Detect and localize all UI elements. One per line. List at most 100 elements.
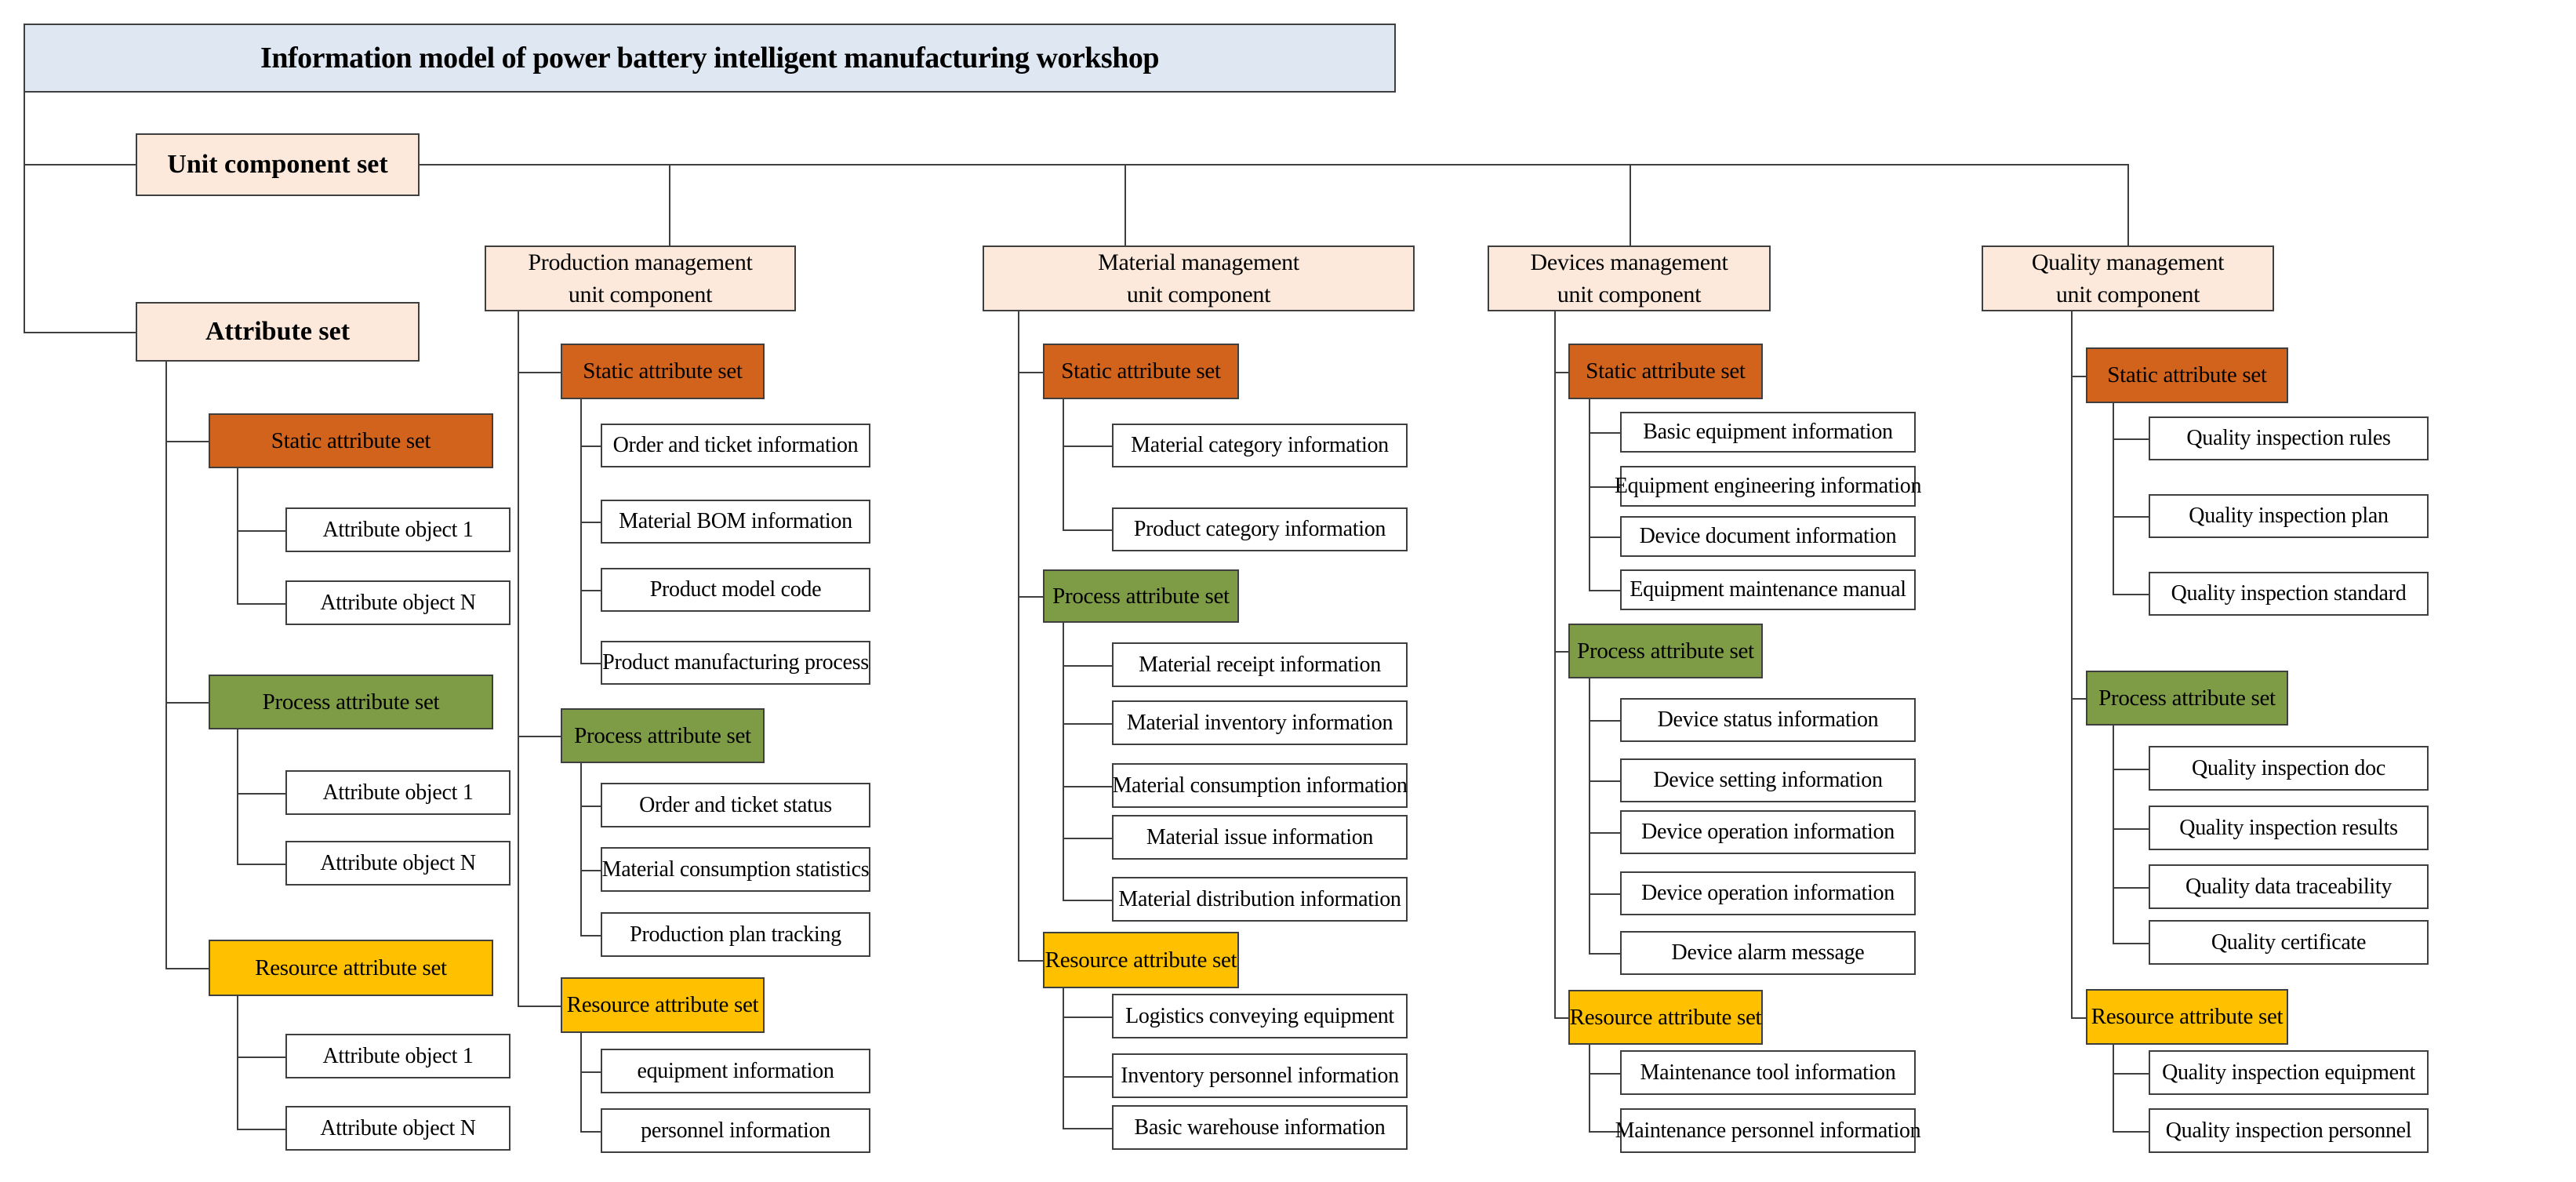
connector-line [1063,785,1112,787]
connector-line [1018,960,1043,962]
column-header-line: Quality management [2031,249,2225,275]
attribute-set-process-box: Process attribute set [209,675,493,729]
production-static-item-box: Order and ticket information [601,424,870,467]
devices-process-item-box: Device operation information [1620,871,1916,915]
devices-resource-item-box: Maintenance tool information [1620,1050,1916,1095]
connector-line [580,446,601,447]
connector-line [580,1071,601,1073]
connector-line [237,1128,285,1130]
connector-line [1063,837,1112,839]
connector-line [669,164,670,245]
connector-line [1589,780,1620,782]
connector-line [1589,1072,1620,1075]
material-process-item-box: Material consumption information [1112,763,1408,808]
production-static-item-box: Product model code [601,568,870,612]
material-process-item-box: Material inventory information [1112,700,1408,745]
connector-line [237,529,285,532]
connector-line [2113,827,2149,830]
connector-line [165,968,209,969]
quality-process-item-box: Quality certificate [2149,920,2429,965]
connector-line [24,164,136,165]
connector-line [1063,722,1112,725]
connector-line [1063,1075,1112,1078]
attribute-object-box: Attribute object N [285,841,510,886]
devices-resource-attribute-set-box: Resource attribute set [1568,990,1763,1045]
connector-line [1063,988,1064,1129]
connector-line [580,763,582,937]
devices-process-item-box: Device status information [1620,698,1916,742]
quality-process-item-box: Quality inspection results [2149,806,2429,850]
devices-process-item-box: Device alarm message [1620,931,1916,975]
production-resource-item-box: equipment information [601,1049,870,1093]
connector-line [165,362,167,969]
attribute-object-box: Attribute object 1 [285,770,510,815]
connector-line [237,792,285,795]
production-process-attribute-set-box: Process attribute set [561,708,765,763]
quality-resource-item-box: Quality inspection equipment [2149,1050,2429,1095]
connector-line [237,468,238,605]
connector-line [1018,371,1043,373]
material-resource-item-box: Inventory personnel information [1112,1053,1408,1098]
connector-line [1589,720,1620,722]
connector-line [1063,529,1112,531]
connector-line [1589,953,1620,955]
connector-line [1589,486,1620,488]
quality-resource-item-box: Quality inspection personnel [2149,1108,2429,1153]
connector-line [1630,164,1631,245]
quality-static-item-box: Quality inspection standard [2149,572,2429,616]
quality-static-item-box: Quality inspection plan [2149,494,2429,538]
connector-line [2113,403,2114,595]
material-process-attribute-set-box: Process attribute set [1043,569,1239,623]
connector-line [518,371,561,373]
column-header-line: unit component [1557,282,1702,307]
material-resource-item-box: Basic warehouse information [1112,1105,1408,1150]
connector-line [1063,1127,1112,1129]
connector-line [580,663,601,664]
production-static-attribute-set-box: Static attribute set [561,344,765,399]
connector-line [237,996,238,1130]
connector-line [2113,726,2114,944]
quality-process-attribute-set-box: Process attribute set [2086,671,2288,726]
material-static-item-box: Product category information [1112,507,1408,551]
connector-line [1063,623,1064,901]
attribute-set-static-box: Static attribute set [209,413,493,468]
column-header-devices: Devices management unit component [1488,245,1771,311]
column-header-material: Material management unit component [983,245,1415,311]
column-header-line: Material management [1098,249,1299,275]
production-static-item-box: Product manufacturing process [601,641,870,685]
quality-process-item-box: Quality inspection doc [2149,746,2429,791]
connector-line [1063,899,1112,901]
connector-line [580,399,582,664]
connector-line [237,602,285,605]
connector-line [2113,886,2149,889]
connector-line [518,1005,561,1007]
connector-line [1589,432,1620,434]
connector-line [1589,590,1620,591]
connector-line [24,93,25,333]
connector-line [2071,375,2086,377]
column-header-line: unit component [1126,282,1271,307]
devices-static-item-box: Device document information [1620,516,1916,557]
connector-line [1125,164,1126,245]
attribute-set-box: Attribute set [136,302,420,362]
connector-line [1589,1045,1590,1133]
column-header-line: Devices management [1530,249,1728,275]
column-header-line: Production management [528,249,753,275]
devices-static-item-box: Basic equipment information [1620,412,1916,453]
connector-line [2113,768,2149,770]
connector-line [2071,698,2086,700]
connector-line [237,1056,285,1058]
connector-line [1554,1017,1568,1019]
devices-static-item-box: Equipment maintenance manual [1620,569,1916,610]
connector-line [165,441,209,442]
connector-line [237,863,285,865]
material-process-item-box: Material distribution information [1112,877,1408,922]
production-static-item-box: Material BOM information [601,500,870,544]
connector-line [1589,536,1620,538]
connector-line [518,311,519,1007]
connector-line [24,332,136,333]
material-resource-item-box: Logistics conveying equipment [1112,994,1408,1038]
connector-line [1018,311,1019,962]
